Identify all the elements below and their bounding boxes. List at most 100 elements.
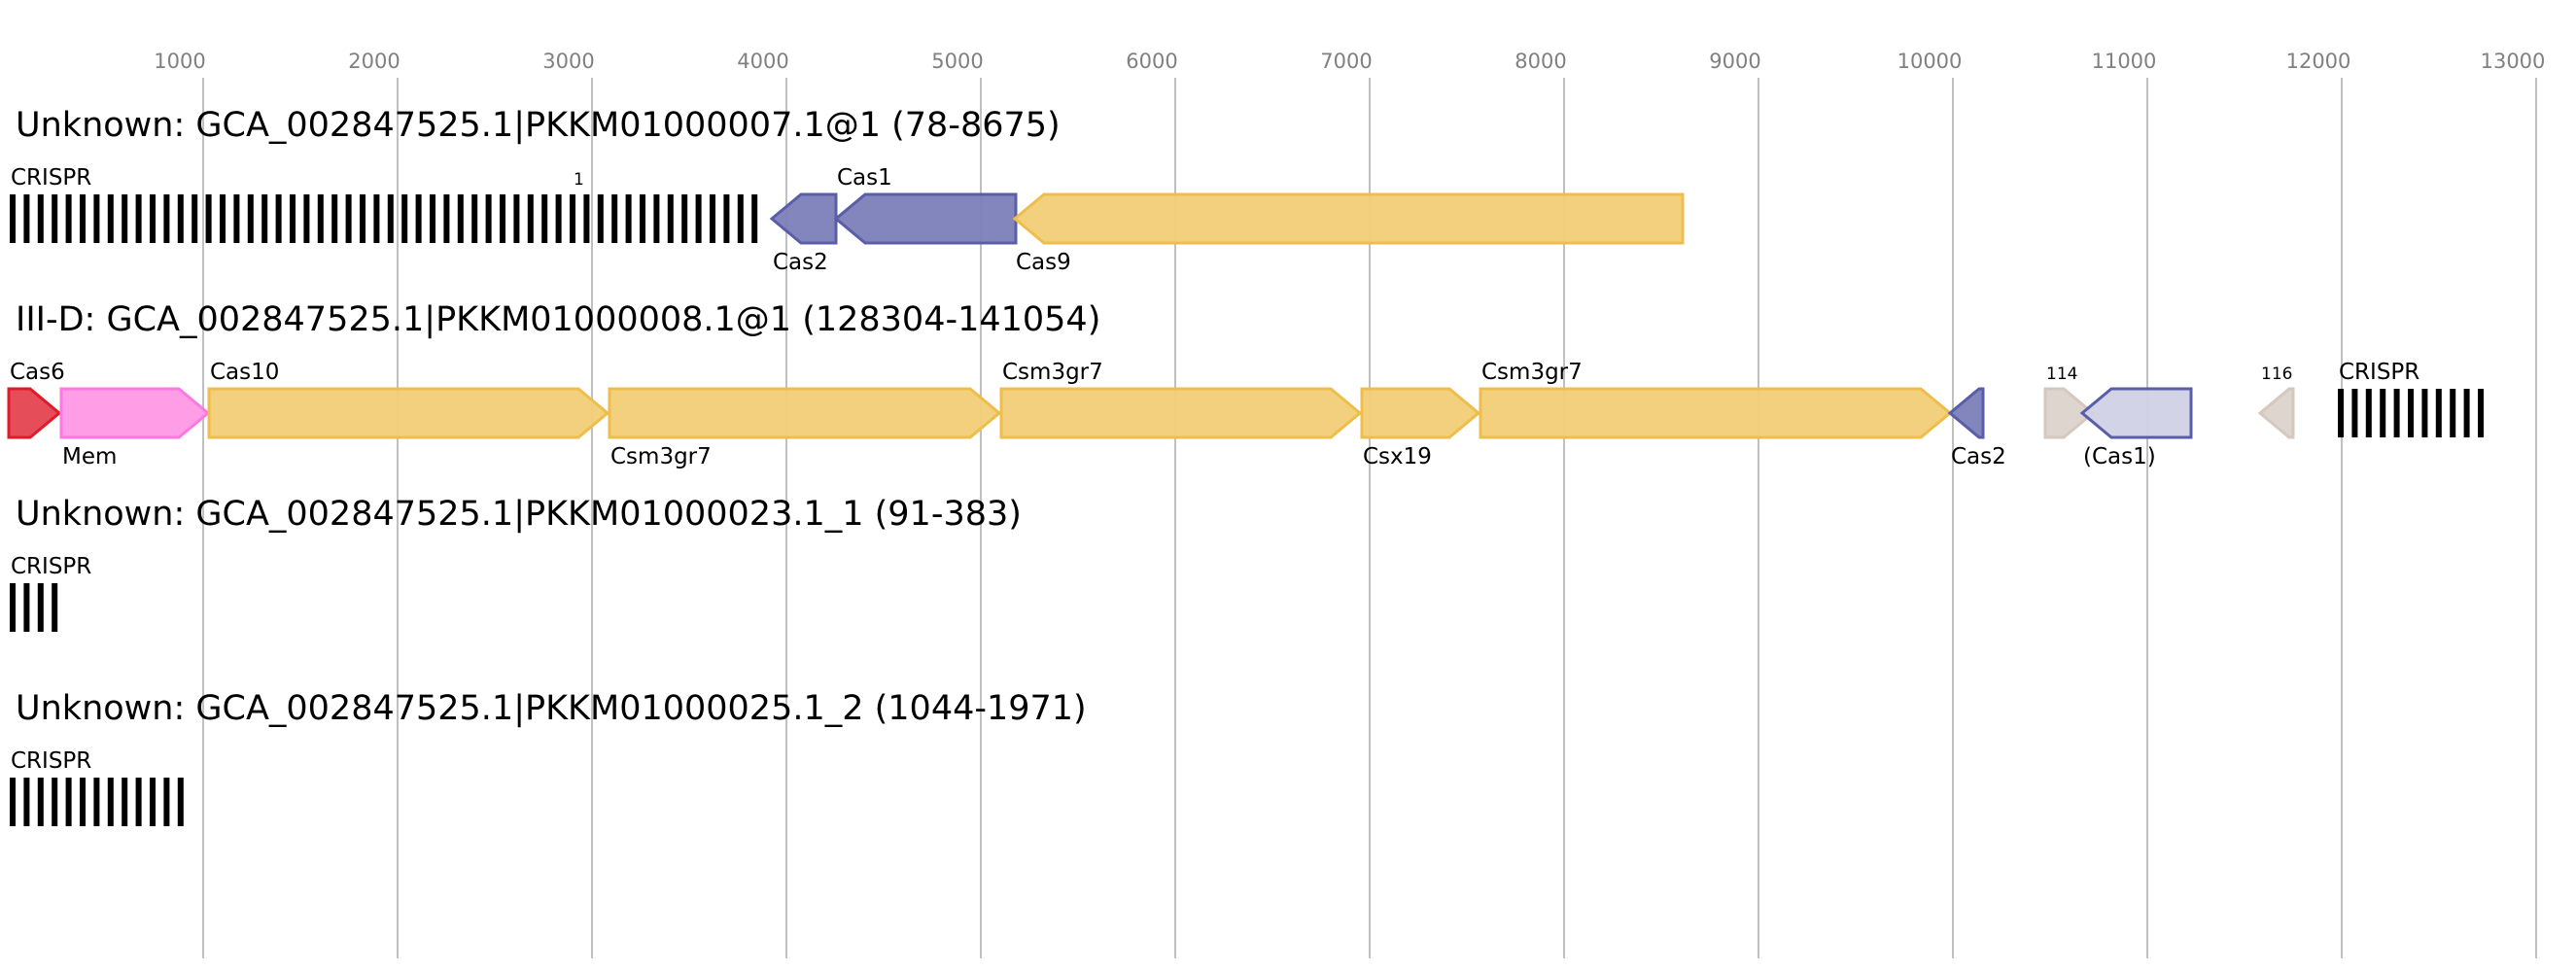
crispr-spacer-repeat <box>150 194 156 243</box>
axis-tick-label: 6000 <box>1126 50 1177 73</box>
crispr-spacer-repeat <box>2365 389 2372 437</box>
crispr-spacer-repeat <box>570 194 575 243</box>
crispr-array <box>10 194 758 243</box>
gene-arrow-csm3gr7 <box>999 387 1363 439</box>
crispr-spacer-repeat <box>2338 389 2344 437</box>
crispr-spacer-repeat <box>290 194 296 243</box>
feature-label: Cas10 <box>210 360 279 385</box>
feature-label: 114 <box>2046 364 2077 384</box>
crispr-spacer-repeat <box>233 194 240 243</box>
crispr-spacer-repeat <box>135 194 142 243</box>
feature-label: Cas2 <box>773 250 828 275</box>
crispr-spacer-repeat <box>93 194 100 243</box>
crispr-spacer-repeat <box>527 194 534 243</box>
gene-arrow-cas10 <box>207 387 610 439</box>
crispr-spacer-repeat <box>275 194 282 243</box>
track-title: Unknown: GCA_002847525.1|PKKM01000007.1@… <box>16 106 1061 145</box>
crispr-spacer-repeat <box>122 778 128 826</box>
crispr-spacer-repeat <box>625 194 632 243</box>
axis-tick-label: 8000 <box>1514 50 1566 73</box>
axis-tick-label: 13000 <box>2481 50 2546 73</box>
crispr-spacer-repeat <box>163 778 170 826</box>
gene-arrow-cas1 <box>2079 387 2193 439</box>
crispr-spacer-repeat <box>583 194 590 243</box>
crispr-spacer-repeat <box>430 194 435 243</box>
crispr-spacer-repeat <box>2421 389 2428 437</box>
crispr-spacer-repeat <box>107 778 114 826</box>
crispr-spacer-repeat <box>360 194 366 243</box>
crispr-spacer-repeat <box>37 778 44 826</box>
crispr-spacer-repeat <box>303 194 310 243</box>
crispr-spacer-repeat <box>122 194 128 243</box>
gene-arrow-csm3gr7 <box>608 387 1002 439</box>
axis-tick-label: 7000 <box>1320 50 1372 73</box>
crispr-spacer-repeat <box>640 194 645 243</box>
feature-label: (Cas1) <box>2083 444 2156 469</box>
crispr-spacer-repeat <box>317 194 324 243</box>
crispr-spacer-repeat <box>597 194 604 243</box>
crispr-spacer-repeat <box>150 778 156 826</box>
track-title: Unknown: GCA_002847525.1|PKKM01000023.1_… <box>16 495 1022 534</box>
crispr-spacer-repeat <box>177 778 184 826</box>
feature-label: Cas9 <box>1016 250 1071 275</box>
crispr-spacer-repeat <box>387 194 394 243</box>
crispr-spacer-repeat <box>415 194 422 243</box>
gene-arrow-116 <box>2257 387 2295 439</box>
feature-label: 1 <box>574 170 584 190</box>
axis-tick-label: 11000 <box>2092 50 2157 73</box>
feature-label: CRISPR <box>11 165 91 191</box>
gene-arrow-cas9 <box>1012 192 1685 245</box>
feature-label: CRISPR <box>11 748 91 774</box>
gene-arrow-114 <box>2043 387 2096 439</box>
track: Unknown: GCA_002847525.1|PKKM01000025.1_… <box>10 689 1087 826</box>
gene-arrow-csm3gr7 <box>1479 387 1953 439</box>
crispr-spacer-repeat <box>52 583 58 632</box>
crispr-spacer-repeat <box>401 194 408 243</box>
crispr-spacer-repeat <box>443 194 450 243</box>
crispr-spacer-repeat <box>345 194 352 243</box>
crispr-array <box>2338 389 2484 437</box>
axis-tick-label: 2000 <box>348 50 400 73</box>
crispr-spacer-repeat <box>751 194 758 243</box>
axis-tick-label: 3000 <box>542 50 594 73</box>
track: Unknown: GCA_002847525.1|PKKM01000023.1_… <box>10 495 1022 632</box>
crispr-spacer-repeat <box>65 778 72 826</box>
crispr-spacer-repeat <box>205 194 212 243</box>
crispr-spacer-repeat <box>93 778 100 826</box>
crispr-spacer-repeat <box>681 194 688 243</box>
crispr-spacer-repeat <box>191 194 198 243</box>
crispr-spacer-repeat <box>485 194 492 243</box>
feature-label: Csm3gr7 <box>610 444 712 469</box>
gene-arrow-cas6 <box>7 387 62 439</box>
track: Unknown: GCA_002847525.1|PKKM01000007.1@… <box>10 106 1685 275</box>
gene-arrow-mem <box>59 387 211 439</box>
axis-tick-label: 4000 <box>737 50 788 73</box>
crispr-spacer-repeat <box>2351 389 2358 437</box>
feature-label: Cas6 <box>10 360 65 385</box>
feature-label: Csm3gr7 <box>1002 360 1103 385</box>
crispr-spacer-repeat <box>471 194 478 243</box>
crispr-array <box>10 778 184 826</box>
crispr-spacer-repeat <box>2450 389 2456 437</box>
crispr-spacer-repeat <box>500 194 505 243</box>
crispr-spacer-repeat <box>10 778 16 826</box>
axis-tick-label: 5000 <box>931 50 983 73</box>
crispr-spacer-repeat <box>723 194 730 243</box>
crispr-spacer-repeat <box>2380 389 2386 437</box>
axis-tick-label: 12000 <box>2286 50 2351 73</box>
crispr-spacer-repeat <box>23 194 30 243</box>
tracks: Unknown: GCA_002847525.1|PKKM01000007.1@… <box>7 106 2484 826</box>
gene-arrow-cas2 <box>1947 387 1985 439</box>
crispr-spacer-repeat <box>737 194 744 243</box>
crispr-spacer-repeat <box>2435 389 2442 437</box>
crispr-spacer-repeat <box>611 194 618 243</box>
crispr-spacer-repeat <box>65 194 72 243</box>
feature-label: 116 <box>2261 364 2292 384</box>
track-title: Unknown: GCA_002847525.1|PKKM01000025.1_… <box>16 689 1087 728</box>
crispr-spacer-repeat <box>331 194 338 243</box>
axis-tick-label: 10000 <box>1897 50 1963 73</box>
feature-label: Csx19 <box>1363 444 1432 469</box>
crispr-spacer-repeat <box>10 583 16 632</box>
